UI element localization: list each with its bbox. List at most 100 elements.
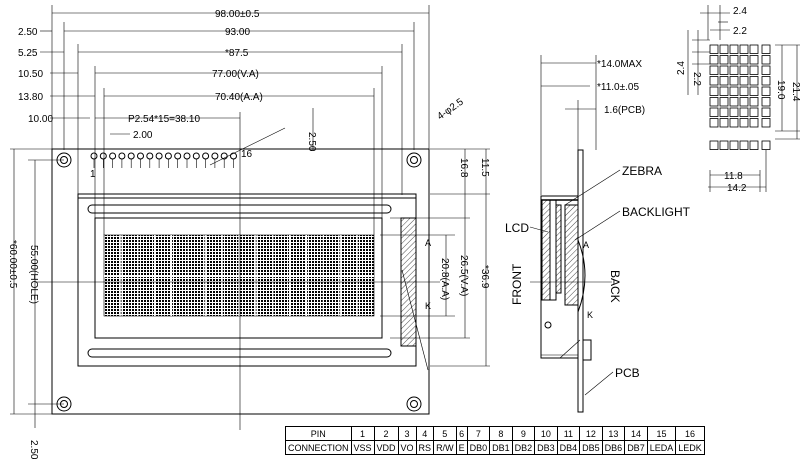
pin-number-cell: 12 (579, 426, 603, 441)
dot-cell (749, 86, 759, 96)
pin-number-cell: 9 (511, 426, 536, 441)
pin-first-label: 1 (90, 169, 96, 180)
dot-cell (739, 55, 749, 65)
dot-cell (719, 76, 729, 86)
dot-cell (709, 107, 719, 117)
dot-cell (709, 86, 719, 96)
front-label: FRONT (510, 263, 524, 305)
connection-cell: R/W (433, 440, 457, 455)
pin-number-cell: 2 (373, 426, 399, 441)
dot-cell (761, 118, 771, 128)
pin-number-cell: 16 (675, 426, 705, 441)
dot-cell (749, 76, 759, 86)
dot-cell (719, 55, 729, 65)
dim-bezel-width: *87.5 (225, 48, 249, 59)
pin (137, 152, 144, 168)
dot-cell (729, 118, 739, 128)
dot-cell (719, 118, 729, 128)
dot-cell (761, 86, 771, 96)
connection-cell: DB0 (466, 440, 491, 455)
dot-detail: 2.4 2.2 2.2 2.4 19.0 21.4 11.8 14.2 (676, 5, 801, 194)
dim-dot-190: 19.0 (775, 80, 786, 100)
dot-cell (739, 76, 749, 86)
side-view: *14.0MAX *11.0±.05 1.6(PCB) ZEBRA BACKLI… (505, 55, 691, 413)
pin-number-cell: 1 (350, 426, 375, 441)
pin-number-cell: 7 (466, 426, 491, 441)
dot-cell (729, 55, 739, 65)
dot-cell (761, 76, 771, 86)
pin (202, 152, 210, 168)
dot-cell (749, 44, 759, 54)
pcb-label: PCB (615, 366, 640, 380)
pin-number-cell: 14 (624, 426, 648, 441)
dot-cell (709, 140, 719, 150)
pin (174, 152, 182, 168)
dim-left-250: 2.50 (18, 27, 38, 38)
led-k-label: K (425, 301, 431, 311)
dot-cell (739, 44, 749, 54)
dim-dot-22b: 2.2 (691, 72, 702, 86)
dot-cell (729, 76, 739, 86)
dot-cell (709, 118, 719, 128)
dim-va-height: 26.5(V.A) (458, 255, 469, 296)
viewing-area (94, 217, 383, 339)
side-k-label: K (587, 310, 593, 320)
connection-cell: VSS (350, 440, 375, 455)
connection-cell: DB6 (601, 440, 626, 455)
pin-last-label: 16 (241, 149, 253, 160)
connection-cell: DB7 (624, 440, 648, 455)
dim-pin-spacing: 2.00 (133, 130, 153, 141)
dim-top-168: 16.8 (458, 158, 469, 178)
dot-cell (739, 86, 749, 96)
dot-cell (729, 97, 739, 107)
front-view: 1 16 98.00±0.5 93.00 *87.5 77.00(V.A) 70… (7, 5, 490, 460)
pin-number-cell: 3 (397, 426, 417, 441)
connection-cell: RS (415, 440, 435, 455)
connection-cell: LEDK (675, 440, 705, 455)
dot-cell (761, 55, 771, 65)
pin (90, 152, 98, 168)
dot-cell (729, 44, 739, 54)
pin (220, 152, 228, 168)
dim-top-115: 11.5 (479, 158, 490, 177)
dim-left-1050: 10.50 (18, 69, 43, 80)
dim-pin-to-top: 2.50 (306, 132, 317, 152)
dot-cell (749, 65, 759, 75)
dim-aa-height: 20.8(A.A) (439, 258, 450, 300)
connection-cell: DB5 (579, 440, 603, 455)
pin (211, 152, 219, 168)
dot-cell (709, 55, 719, 65)
pin-row-label: PIN (285, 426, 352, 441)
pin (109, 152, 117, 168)
mounting-hole-br (406, 396, 422, 412)
pin-number-cell: 4 (415, 426, 435, 441)
dot-cell (761, 44, 771, 54)
pin-connection-table: PIN 1 2 3 4 5 6 7 8 9 10 11 12 13 14 15 … (285, 426, 705, 455)
dim-bottom-250: 2.50 (28, 440, 39, 460)
backlight-label: BACKLIGHT (622, 205, 691, 219)
dim-view-area: 77.00(V.A) (212, 69, 259, 80)
lcd-label: LCD (505, 221, 529, 235)
dot-cell (761, 140, 771, 150)
dot-cell (719, 65, 729, 75)
pin (164, 152, 172, 168)
connection-row: CONNECTION VSS VDD VO RS R/W E DB0 DB1 D… (285, 440, 705, 455)
pin-number-cell: 5 (433, 426, 457, 441)
dim-left-1380: 13.80 (18, 92, 43, 103)
dot-cell (729, 107, 739, 117)
dot-cell (709, 65, 719, 75)
led-a-label: A (425, 238, 431, 248)
pin (155, 152, 163, 168)
pin (146, 152, 154, 168)
dim-left-525: 5.25 (18, 48, 38, 59)
pin-number-cell: 13 (601, 426, 626, 441)
dot-cell (739, 118, 749, 128)
dot-cell (749, 97, 759, 107)
pin-number-cell: 11 (556, 426, 581, 441)
dot-cell (761, 97, 771, 107)
dot-cell (719, 44, 729, 54)
dot-cell (749, 55, 759, 65)
dim-pcb-thickness: 1.6(PCB) (604, 105, 645, 116)
dim-dot-24a: 2.4 (733, 6, 747, 17)
